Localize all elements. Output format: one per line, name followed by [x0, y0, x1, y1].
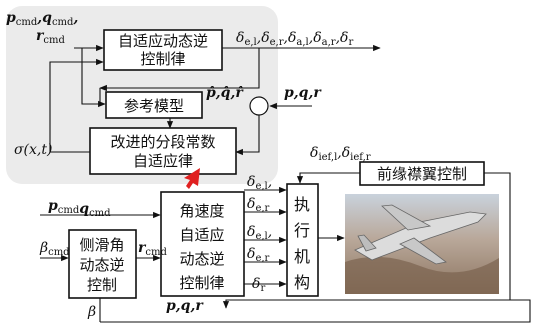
adaptive-law-label-line1: 改进的分段常数 [110, 133, 215, 151]
link-arrow-icon [184, 168, 200, 189]
leading-edge-flap-label: 前缘襟翼控制 [377, 165, 467, 183]
adaptive-dynamic-inversion-block: 自适应动态逆 控制律 [103, 29, 223, 71]
actuator-char2: 行 [294, 221, 310, 240]
reference-model-label: 参考模型 [124, 97, 184, 115]
rate-ctrl-line3: 动态逆 [179, 250, 224, 268]
rate-ctrl-line2: 自适应 [179, 226, 224, 244]
adaptive-di-label-line2: 控制律 [140, 50, 185, 68]
label-flap-deflections: δief,l,δief,r [310, 145, 371, 163]
angular-rate-controller-block: 角速度 自适应 动态逆 控制律 [160, 191, 245, 297]
label-measured-top: p,q,r [284, 85, 322, 101]
sideslip-line2: 动态逆 [79, 256, 124, 274]
label-sigma: σ(x,t) [14, 142, 52, 158]
label-cmd-line2: rcmd [36, 28, 65, 46]
actuator-char3: 机 [294, 247, 310, 266]
label-cmd-lower: pcmdqcmd [48, 198, 111, 219]
actuator-block: 执 行 机 构 [286, 183, 319, 297]
label-cmd-line1: pcmd,qcmd, [6, 10, 78, 28]
actuator-char4: 构 [294, 273, 310, 292]
label-delta-r: δr [252, 276, 265, 294]
actuator-char1: 执 [294, 195, 310, 214]
label-beta: β [87, 304, 96, 320]
summing-junction [249, 96, 269, 116]
adaptive-law-label-line2: 自适应律 [133, 152, 193, 170]
improved-adaptive-law-block: 改进的分段常数 自适应律 [89, 127, 237, 175]
label-delta-er-1: δe,r [247, 196, 270, 214]
sideslip-line1: 侧滑角 [79, 236, 124, 254]
sideslip-line3: 控制 [87, 276, 117, 294]
label-delta-er-2: δe,r [247, 246, 270, 264]
aircraft-image [345, 194, 499, 294]
leading-edge-flap-block: 前缘襟翼控制 [359, 161, 485, 186]
reference-model-block: 参考模型 [105, 91, 203, 119]
label-measured-bottom: p,q,r [166, 298, 204, 314]
rate-ctrl-line4: 控制律 [179, 274, 224, 292]
rate-ctrl-line1: 角速度 [179, 202, 224, 220]
label-deflections-top: δe,l,δe,r,δa,l,δa,r,δr [236, 30, 353, 48]
adaptive-di-label-line1: 自适应动态逆 [118, 32, 208, 50]
sideslip-controller-block: 侧滑角 动态逆 控制 [68, 229, 137, 299]
label-r-cmd: rcmd [138, 240, 167, 258]
label-estimates: p̂,q̂,r̂ [206, 85, 244, 101]
label-beta-cmd: βcmd [39, 240, 70, 258]
label-delta-el-1: δe,l, [247, 174, 272, 192]
label-delta-el-2: δe,l, [247, 224, 272, 242]
